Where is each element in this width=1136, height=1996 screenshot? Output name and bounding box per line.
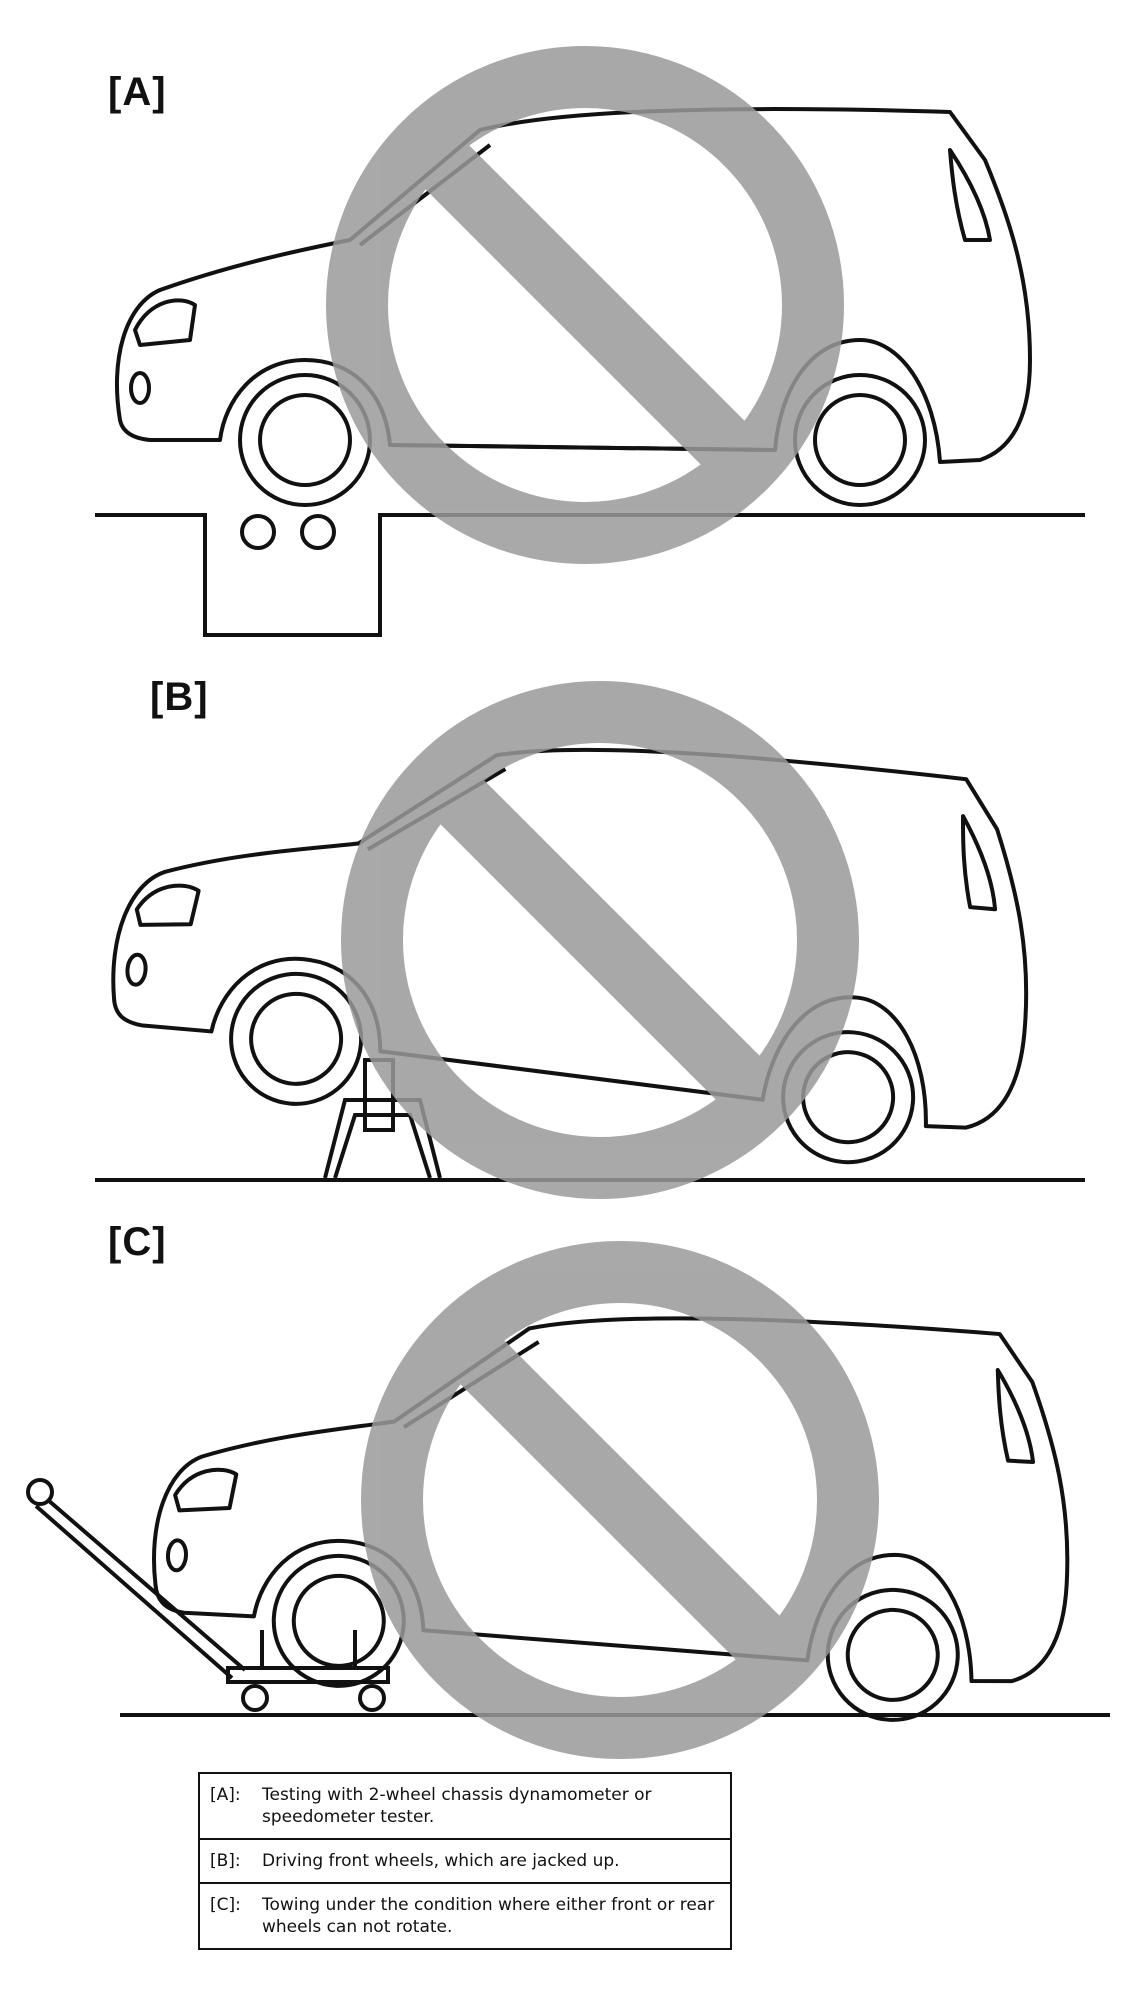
panel-b: [B] bbox=[0, 650, 1136, 1210]
legend-row: [C]: Towing under the condition where ei… bbox=[200, 1882, 730, 1948]
legend-text: Testing with 2-wheel chassis dynamometer… bbox=[262, 1784, 720, 1828]
legend-tag: [C]: bbox=[210, 1894, 262, 1938]
legend-text: Driving front wheels, which are jacked u… bbox=[262, 1850, 720, 1872]
legend-text: Towing under the condition where either … bbox=[262, 1894, 720, 1938]
panel-a: [A] bbox=[0, 0, 1136, 650]
legend-table: [A]: Testing with 2-wheel chassis dynamo… bbox=[198, 1772, 732, 1950]
prohibition-icon bbox=[372, 712, 828, 1168]
legend-tag: [B]: bbox=[210, 1850, 262, 1872]
roller-icon bbox=[302, 516, 334, 548]
panel-label: [A] bbox=[108, 70, 167, 115]
panel-label: [B] bbox=[150, 675, 209, 720]
legend-row: [A]: Testing with 2-wheel chassis dynamo… bbox=[200, 1774, 730, 1838]
panel-a-illustration bbox=[0, 0, 1136, 650]
panel-c-illustration bbox=[0, 1210, 1136, 1765]
legend-row: [B]: Driving front wheels, which are jac… bbox=[200, 1838, 730, 1882]
panel-c: [C] bbox=[0, 1210, 1136, 1765]
legend-tag: [A]: bbox=[210, 1784, 262, 1828]
panel-b-illustration bbox=[0, 650, 1136, 1210]
tow-dolly-icon bbox=[28, 1480, 388, 1710]
panel-label: [C] bbox=[108, 1220, 167, 1265]
roller-icon bbox=[242, 516, 274, 548]
prohibition-icon bbox=[392, 1272, 848, 1728]
prohibition-icon bbox=[357, 77, 813, 533]
